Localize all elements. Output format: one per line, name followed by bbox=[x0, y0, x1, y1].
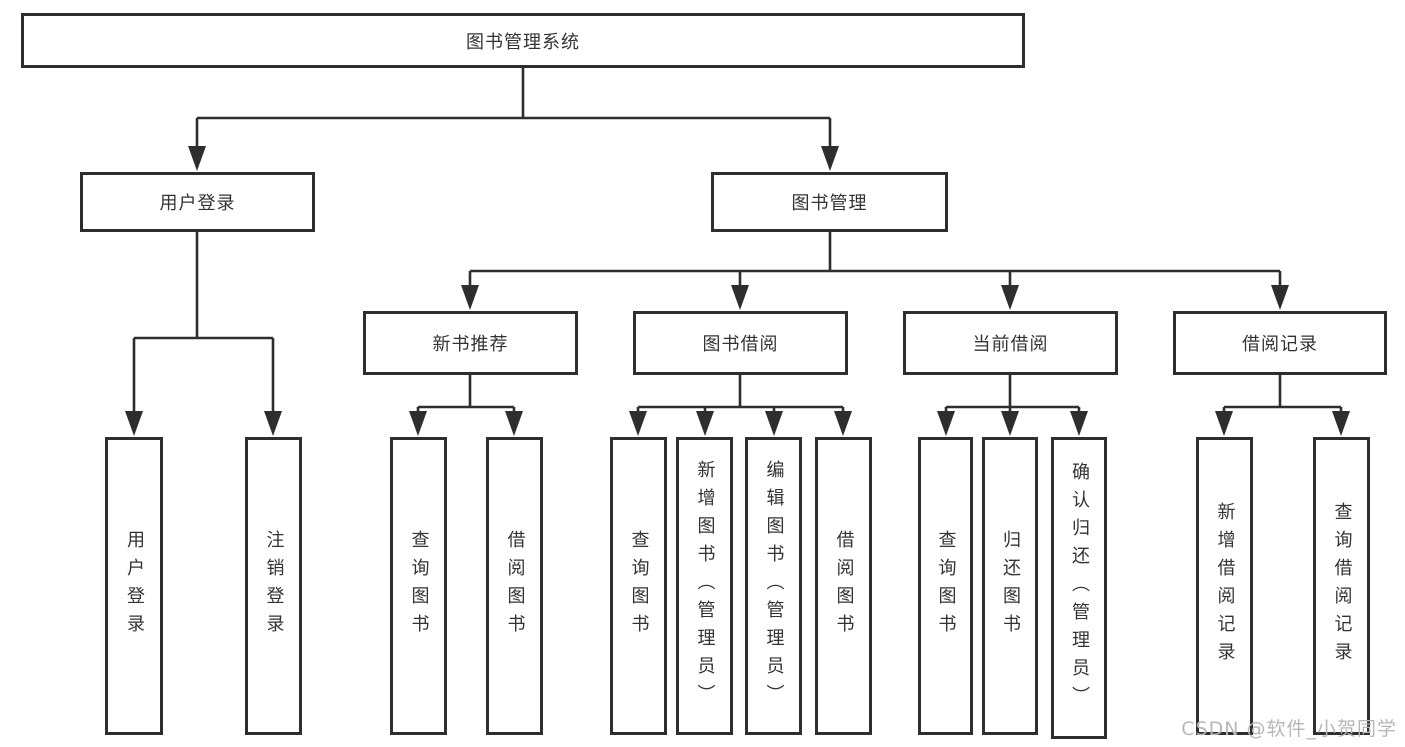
leaf-label: 查询图书 bbox=[935, 530, 957, 642]
leaf-label: 查询图书 bbox=[408, 530, 430, 642]
arrowheads bbox=[125, 146, 1350, 436]
leaf-label: 注销登录 bbox=[263, 530, 285, 642]
leaf-label: 归还图书 bbox=[1000, 530, 1021, 642]
leaf-label: 确认归还（管理员） bbox=[1069, 462, 1090, 714]
node-label: 图书管理系统 bbox=[466, 31, 580, 53]
leaf-edit-books-admin: 编辑图书（管理员） bbox=[745, 437, 802, 735]
leaf-confirm-return-admin: 确认归还（管理员） bbox=[1051, 437, 1107, 739]
leaf-label: 用户登录 bbox=[124, 530, 145, 642]
leaf-query-books: 查询图书 bbox=[610, 437, 667, 735]
node-book-borrowing: 图书借阅 bbox=[633, 311, 848, 375]
leaf-borrow-books: 借阅图书 bbox=[486, 437, 543, 735]
leaf-return-books: 归还图书 bbox=[982, 437, 1038, 735]
leaf-label: 借阅图书 bbox=[833, 530, 855, 642]
node-borrowing-records: 借阅记录 bbox=[1173, 311, 1387, 375]
node-label: 图书管理 bbox=[791, 193, 868, 214]
node-label: 图书借阅 bbox=[702, 334, 779, 355]
leaf-query-books: 查询图书 bbox=[918, 437, 973, 735]
leaf-label: 新增图书（管理员） bbox=[694, 460, 716, 712]
leaf-user-login: 用户登录 bbox=[105, 437, 163, 735]
node-label: 当前借阅 bbox=[972, 334, 1049, 355]
leaf-label: 查询借阅记录 bbox=[1331, 502, 1353, 670]
leaf-logout: 注销登录 bbox=[245, 437, 302, 735]
leaf-query-books: 查询图书 bbox=[390, 437, 447, 735]
leaf-query-borrow-record: 查询借阅记录 bbox=[1313, 437, 1370, 735]
node-label: 用户登录 bbox=[159, 193, 236, 214]
node-library-management-system: 图书管理系统 bbox=[21, 13, 1025, 68]
csdn-watermark: CSDN @软件_小贺同学 bbox=[1181, 718, 1397, 740]
node-current-borrowing: 当前借阅 bbox=[903, 311, 1118, 375]
leaf-label: 借阅图书 bbox=[504, 530, 526, 642]
leaf-label: 查询图书 bbox=[628, 530, 650, 642]
node-book-management: 图书管理 bbox=[711, 172, 948, 232]
leaf-label: 新增借阅记录 bbox=[1214, 502, 1236, 670]
leaf-add-books-admin: 新增图书（管理员） bbox=[676, 437, 733, 735]
node-label: 借阅记录 bbox=[1242, 334, 1318, 355]
leaf-borrow-books: 借阅图书 bbox=[815, 437, 872, 735]
leaf-label: 编辑图书（管理员） bbox=[763, 460, 785, 712]
leaf-add-borrow-record: 新增借阅记录 bbox=[1196, 437, 1253, 735]
node-label: 新书推荐 bbox=[432, 334, 509, 355]
node-user-login: 用户登录 bbox=[80, 172, 315, 232]
node-new-book-recommend: 新书推荐 bbox=[363, 311, 578, 375]
